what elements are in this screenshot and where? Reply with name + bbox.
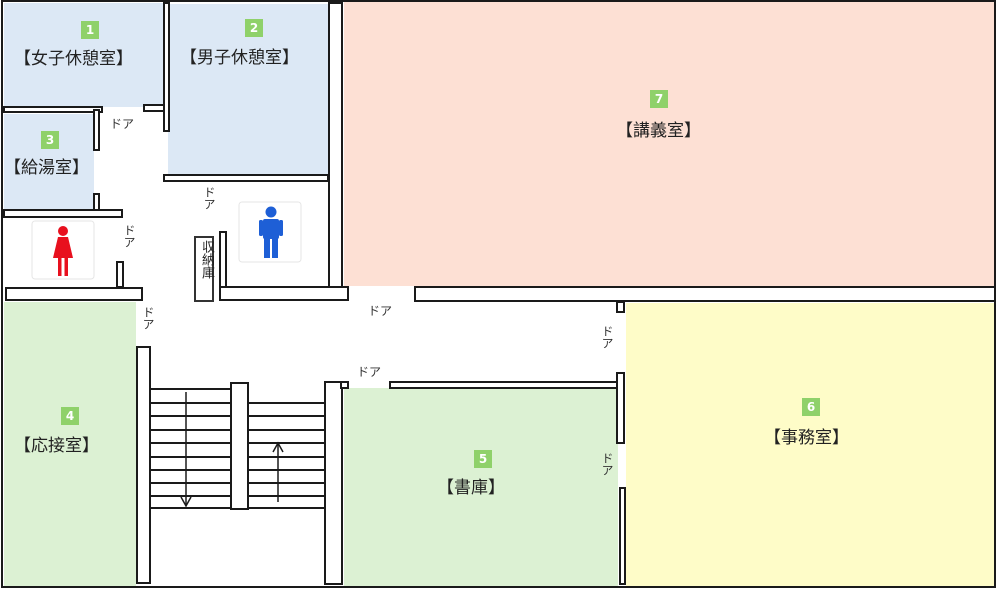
room-number-4: 4 — [61, 407, 79, 425]
room-label-book-storage: 【書庫】 — [437, 478, 505, 498]
room-label-office: 【事務室】 — [764, 428, 849, 448]
room-number-6: 6 — [802, 398, 820, 416]
door-label: ドア — [357, 365, 382, 379]
door-label: ドア — [600, 325, 614, 349]
room-fill-womens-lounge — [4, 3, 164, 107]
room-fill-reception — [4, 302, 136, 586]
male-restroom-icon — [259, 206, 283, 258]
stair-down-arrow — [180, 392, 192, 508]
room-fill-kitchenette — [4, 114, 94, 210]
room-number-1: 1 — [81, 21, 99, 39]
room-label-lecture-room: 【講義室】 — [616, 121, 701, 141]
room-label-reception: 【応接室】 — [14, 436, 99, 456]
staircase — [150, 388, 325, 509]
door-label: ドア — [600, 452, 614, 476]
door-label: ドア — [202, 186, 216, 210]
room-number-5: 5 — [474, 450, 492, 468]
stair-up-arrow — [272, 441, 284, 502]
storage-label: 収納庫 — [199, 240, 214, 279]
room-fill-book-storage — [344, 388, 618, 586]
storage-closet — [194, 236, 214, 302]
door-label: ドア — [110, 117, 135, 131]
room-number-3: 3 — [41, 131, 59, 149]
door-label: ドア — [368, 304, 393, 318]
door-label: ドア — [141, 306, 155, 330]
room-number-7: 7 — [650, 90, 668, 108]
room-fill-lecture-room — [344, 2, 994, 286]
room-label-mens-lounge: 【男子休憩室】 — [180, 48, 299, 68]
room-label-kitchenette: 【給湯室】 — [4, 158, 89, 178]
room-number-2: 2 — [245, 19, 263, 37]
door-label: ドア — [122, 224, 136, 248]
room-fill-office — [626, 303, 994, 586]
room-label-womens-lounge: 【女子休憩室】 — [14, 49, 133, 69]
female-restroom-icon — [53, 226, 73, 276]
